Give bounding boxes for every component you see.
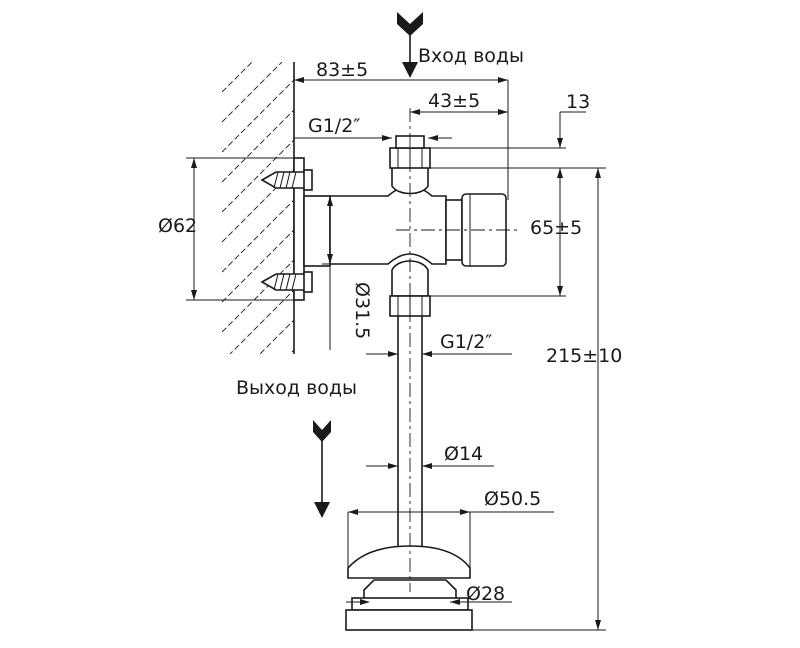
flush-cone (347, 512, 471, 579)
dimension-83-text: 83±5 (316, 59, 368, 81)
wall-flange (293, 157, 331, 301)
dimension-dia-31-5-text: Ø31.5 (351, 282, 373, 339)
dimension-dia-14-text: Ø14 (444, 443, 483, 465)
outlet-pipe (397, 316, 423, 552)
dimension-13-text: 13 (566, 91, 590, 113)
outlet-arrow-icon (313, 420, 331, 518)
dimension-dia-28 (346, 599, 512, 605)
dimension-dia-28-text: Ø28 (466, 583, 505, 605)
center-lines (396, 108, 520, 592)
water-inlet-label: Вход воды (418, 45, 524, 67)
dimension-thread-bottom (366, 351, 512, 357)
dimension-215 (430, 167, 606, 631)
thread-bottom-text: G1/2″ (440, 331, 492, 353)
dimension-dia-31-5 (322, 195, 338, 350)
wall-hatching (222, 62, 294, 354)
dimension-dia-14 (366, 463, 494, 469)
dimension-thread-top (294, 135, 452, 141)
valve-body (329, 165, 447, 297)
dimension-43 (410, 109, 508, 115)
anchor-screw-top (260, 169, 313, 191)
inlet-arrow-icon (397, 12, 423, 78)
thread-top-text: G1/2″ (308, 115, 360, 137)
dimension-dia-62-text: Ø62 (158, 215, 197, 237)
outlet-connector (345, 579, 473, 631)
water-outlet-label: Выход воды (236, 377, 357, 399)
dimension-83 (294, 77, 509, 200)
dimension-65 (430, 168, 566, 297)
dimension-43-text: 43±5 (428, 90, 480, 112)
dimension-dia-50-5 (348, 509, 554, 515)
dimension-215-text: 215±10 (546, 345, 622, 367)
dimension-dia-62 (186, 157, 294, 301)
dimension-dia-50-5-text: Ø50.5 (484, 488, 541, 510)
dimension-65-text: 65±5 (530, 217, 582, 239)
anchor-screw-bottom (260, 271, 313, 293)
